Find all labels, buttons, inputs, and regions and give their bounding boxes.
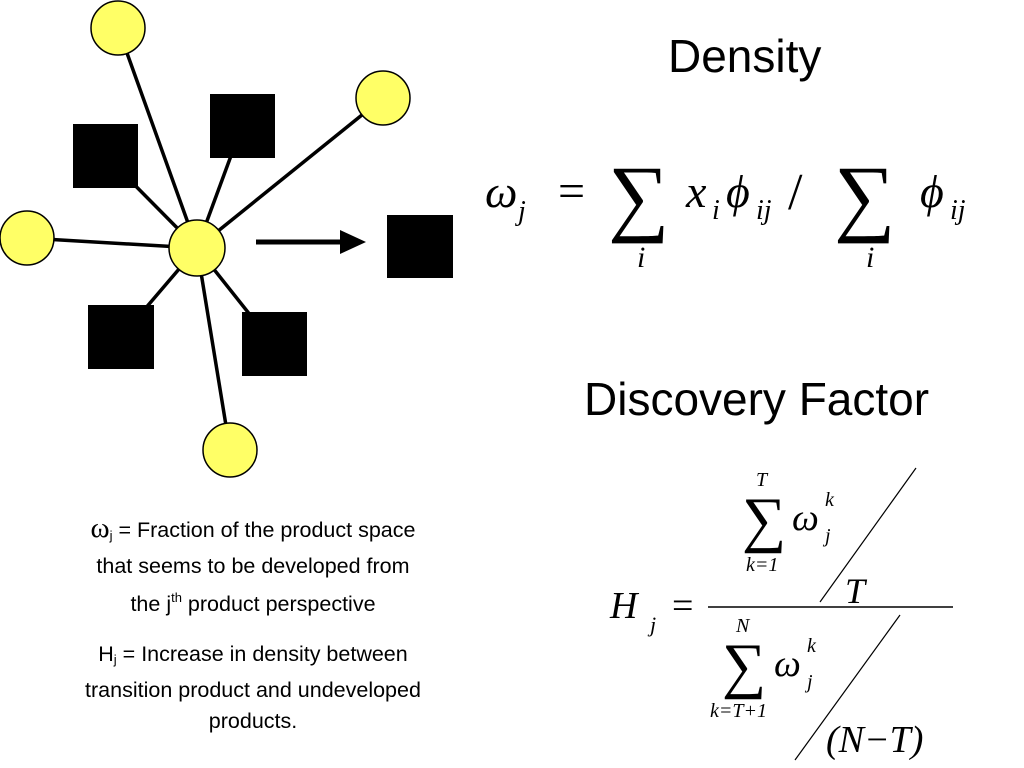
bottom-divide-slash [794, 614, 901, 761]
arrow-head [340, 230, 366, 254]
square-node-bottom-left [88, 305, 154, 369]
sum-symbol-2: ∑ [834, 148, 895, 244]
bottom-omega-symbol: ω [774, 643, 801, 685]
phi-subscript-2: ij [950, 195, 966, 226]
sum-index-1: i [637, 241, 645, 274]
h-symbol: H [609, 585, 640, 627]
omega-caption: ωj = Fraction of the product space that … [40, 513, 466, 620]
square-node-top [210, 94, 275, 158]
divide-slash: / [788, 164, 803, 221]
circle-node-right [355, 70, 411, 126]
edge-bottom-circle [195, 247, 232, 451]
x-subscript: i [712, 195, 720, 226]
discovery-factor-title: Discovery Factor [584, 373, 930, 425]
top-sum-upper-limit: T [756, 469, 769, 491]
caption-h-line3: products. [208, 709, 298, 733]
omega-subscript: j [515, 196, 526, 227]
bottom-sum-symbol: ∑ [722, 632, 766, 700]
caption-h-subscript: j [113, 652, 117, 667]
caption-h-line1: = Increase in density between [116, 642, 408, 666]
transition-arrow [256, 230, 366, 254]
bottom-sum-upper-limit: N [735, 615, 751, 637]
density-title: Density [668, 30, 822, 82]
discovery-factor-formula: H j = T ∑ k=1 ω k j T N ∑ k=T+1 ω k j (N… [609, 467, 953, 761]
x-symbol: x [685, 166, 707, 217]
phi-subscript-1: ij [756, 195, 772, 226]
top-sum-lower-limit: k=1 [746, 554, 778, 576]
caption-omega-line3-sup: th [171, 590, 182, 605]
network-diagram [0, 0, 453, 478]
circle-node-bottom [202, 422, 258, 478]
density-formula: ω j = ∑ i x i ϕ ij / ∑ i ϕ ij [485, 148, 966, 274]
circle-node-left [0, 210, 55, 266]
square-node-bottom-right [242, 312, 307, 376]
top-omega-superscript: k [825, 489, 835, 511]
sum-index-2: i [866, 241, 874, 274]
circle-node-top [90, 0, 146, 56]
edge-right-circle [195, 96, 385, 250]
caption-omega-line1: = Fraction of the product space [112, 518, 416, 542]
caption-omega-subscript: j [109, 528, 113, 543]
equals-sign: = [558, 165, 585, 218]
phi-symbol-1: ϕ [726, 166, 750, 217]
top-divide-slash [819, 467, 917, 603]
caption-h-symbol: H [98, 642, 114, 666]
nodes [0, 0, 411, 478]
bottom-sum-lower-limit: k=T+1 [710, 700, 767, 722]
caption-omega-line3-post: product perspective [181, 592, 376, 616]
caption-omega-line2: that seems to be developed from [96, 554, 410, 578]
sum-symbol-1: ∑ [608, 148, 669, 244]
equals-sign: = [672, 585, 693, 627]
omega-symbol: ω [485, 166, 517, 217]
h-subscript: j [647, 612, 656, 637]
top-divisor: T [845, 571, 868, 611]
bottom-omega-superscript: k [807, 635, 817, 657]
bottom-omega-subscript: j [804, 671, 813, 693]
top-omega-subscript: j [822, 525, 831, 547]
caption-h-line2: transition product and undeveloped [85, 678, 421, 702]
target-square-node [387, 215, 453, 278]
caption-omega-symbol: ω [90, 512, 110, 544]
top-sum-symbol: ∑ [742, 486, 786, 554]
square-node-top-left [73, 124, 138, 188]
center-node [168, 219, 226, 277]
top-omega-symbol: ω [792, 497, 819, 539]
edge-top-circle [116, 27, 199, 249]
bottom-divisor: (N−T) [826, 719, 923, 761]
caption-omega-line3-pre: the j [130, 592, 172, 616]
h-caption: Hj = Increase in density between transit… [40, 639, 466, 737]
phi-symbol-2: ϕ [920, 166, 944, 217]
